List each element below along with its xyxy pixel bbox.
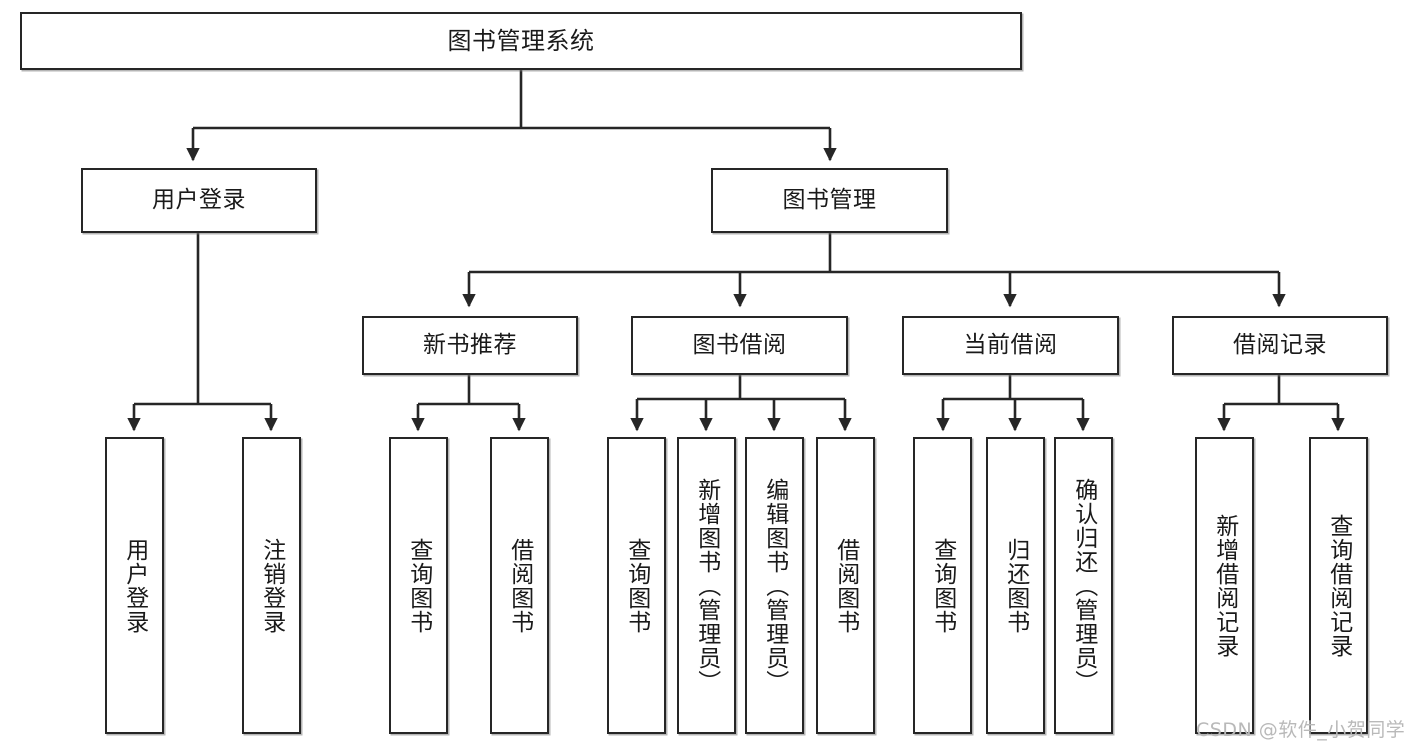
- node-leaf-return-book[interactable]: 归还图书: [986, 437, 1045, 734]
- node-label: 借阅图书: [506, 537, 533, 634]
- node-leaf-query-book-current[interactable]: 查询图书: [913, 437, 972, 734]
- node-label: 查询图书: [929, 537, 956, 634]
- node-book-manage[interactable]: 图书管理: [711, 168, 948, 233]
- node-label: 归还图书: [1002, 537, 1029, 634]
- node-leaf-confirm-return-admin[interactable]: 确认归还（管理员）: [1054, 437, 1113, 734]
- node-label: 查询借阅记录: [1325, 513, 1352, 658]
- node-leaf-add-borrow-record[interactable]: 新增借阅记录: [1195, 437, 1254, 734]
- node-leaf-user-login[interactable]: 用户登录: [105, 437, 164, 734]
- node-leaf-add-book-admin[interactable]: 新增图书（管理员）: [677, 437, 736, 734]
- node-leaf-query-book-borrow[interactable]: 查询图书: [607, 437, 666, 734]
- node-root-system[interactable]: 图书管理系统: [20, 12, 1022, 70]
- csdn-watermark: CSDN @软件_小贺同学: [1196, 719, 1405, 741]
- node-leaf-query-borrow-record[interactable]: 查询借阅记录: [1309, 437, 1368, 734]
- node-label: 图书借阅: [692, 331, 787, 358]
- node-label: 图书管理系统: [447, 26, 595, 55]
- node-leaf-borrow-book-borrow[interactable]: 借阅图书: [816, 437, 875, 734]
- node-leaf-borrow-book-recommend[interactable]: 借阅图书: [490, 437, 549, 734]
- node-label: 查询图书: [405, 537, 432, 634]
- node-current-borrow[interactable]: 当前借阅: [902, 316, 1119, 375]
- node-label: 新书推荐: [423, 331, 517, 358]
- node-borrow-record[interactable]: 借阅记录: [1172, 316, 1388, 375]
- node-label: 借阅图书: [832, 537, 859, 634]
- node-label: 用户登录: [152, 186, 246, 213]
- node-label: 用户登录: [121, 537, 148, 634]
- node-label: 借阅记录: [1233, 331, 1327, 358]
- node-user-login[interactable]: 用户登录: [81, 168, 317, 233]
- node-label: 当前借阅: [963, 331, 1058, 358]
- node-new-book-recommend[interactable]: 新书推荐: [362, 316, 578, 375]
- node-label: 新增借阅记录: [1211, 513, 1238, 658]
- node-label: 查询图书: [623, 537, 650, 634]
- node-leaf-edit-book-admin[interactable]: 编辑图书（管理员）: [745, 437, 804, 734]
- node-book-borrow[interactable]: 图书借阅: [631, 316, 848, 375]
- node-label: 图书管理: [782, 186, 877, 213]
- node-leaf-query-book-recommend[interactable]: 查询图书: [389, 437, 448, 734]
- node-label: 注销登录: [258, 537, 285, 634]
- node-label: 确认归还（管理员）: [1070, 477, 1097, 694]
- node-leaf-logout-login[interactable]: 注销登录: [242, 437, 301, 734]
- node-label: 编辑图书（管理员）: [761, 477, 788, 694]
- node-label: 新增图书（管理员）: [693, 477, 720, 694]
